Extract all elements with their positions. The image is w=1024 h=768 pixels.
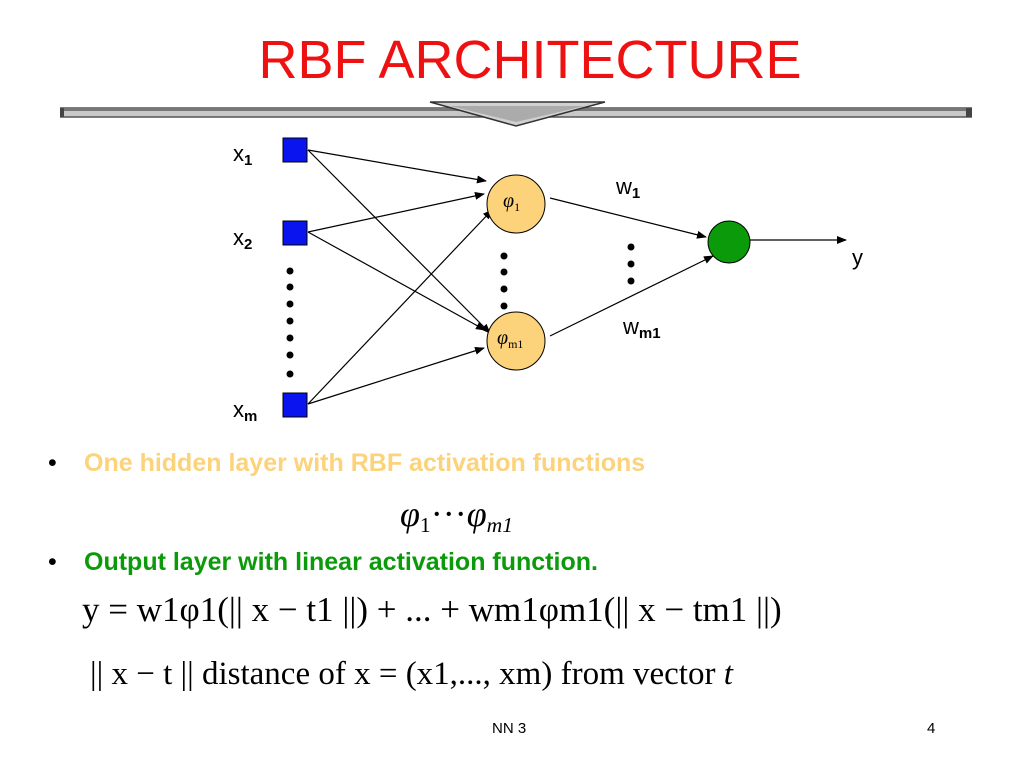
distance-definition: || x − t || distance of x = (x1,..., xm)… xyxy=(90,656,733,692)
hidden-node-phi1 xyxy=(486,174,546,234)
bullet-marker: • xyxy=(48,449,57,477)
weight-label-wm1: wm1 xyxy=(623,314,661,342)
hidden-label-phim1: φm1 xyxy=(497,327,524,351)
page-number: 4 xyxy=(927,720,936,737)
edge-x1-phi1 xyxy=(307,149,487,184)
hidden-node-phim1 xyxy=(486,311,546,371)
edge-phi1-out xyxy=(549,197,707,239)
input-ellipsis xyxy=(286,267,294,378)
weight-label-w1: w1 xyxy=(616,174,641,202)
input-label-xm: xm xyxy=(233,397,258,425)
bullet-text: One hidden layer with RBF activation fun… xyxy=(84,449,646,477)
edge-x2-phim1 xyxy=(307,231,486,331)
phi-range-formula: φ1···φm1 xyxy=(400,494,514,537)
hidden-label-phi1: φ1 xyxy=(503,190,521,214)
edge-x1-phim1 xyxy=(307,149,491,334)
bullet-text: Output layer with linear activation func… xyxy=(84,548,598,576)
output-node xyxy=(707,220,751,264)
edge-phim1-out xyxy=(549,255,714,337)
input-node-x1 xyxy=(282,137,308,163)
input-label-x1: x1 xyxy=(233,141,253,169)
input-label-x2: x2 xyxy=(233,225,253,253)
output-label-y: y xyxy=(852,245,863,270)
edge-x2-phi1 xyxy=(307,191,485,233)
bullet-marker: • xyxy=(48,548,57,576)
title-divider xyxy=(60,101,972,127)
weight-ellipsis xyxy=(627,243,635,285)
edge-xm-phi1 xyxy=(307,209,493,405)
footer-label: NN 3 xyxy=(492,720,527,737)
hidden-ellipsis xyxy=(500,252,508,310)
rbf-network-diagram xyxy=(282,137,847,418)
input-node-x2 xyxy=(282,220,308,246)
edge-xm-phim1 xyxy=(307,346,485,405)
output-equation: y = w1φ1(|| x − t1 ||) + ... + wm1φm1(||… xyxy=(82,590,782,629)
slide-title: RBF ARCHITECTURE xyxy=(258,30,802,90)
input-node-xm xyxy=(282,392,308,418)
